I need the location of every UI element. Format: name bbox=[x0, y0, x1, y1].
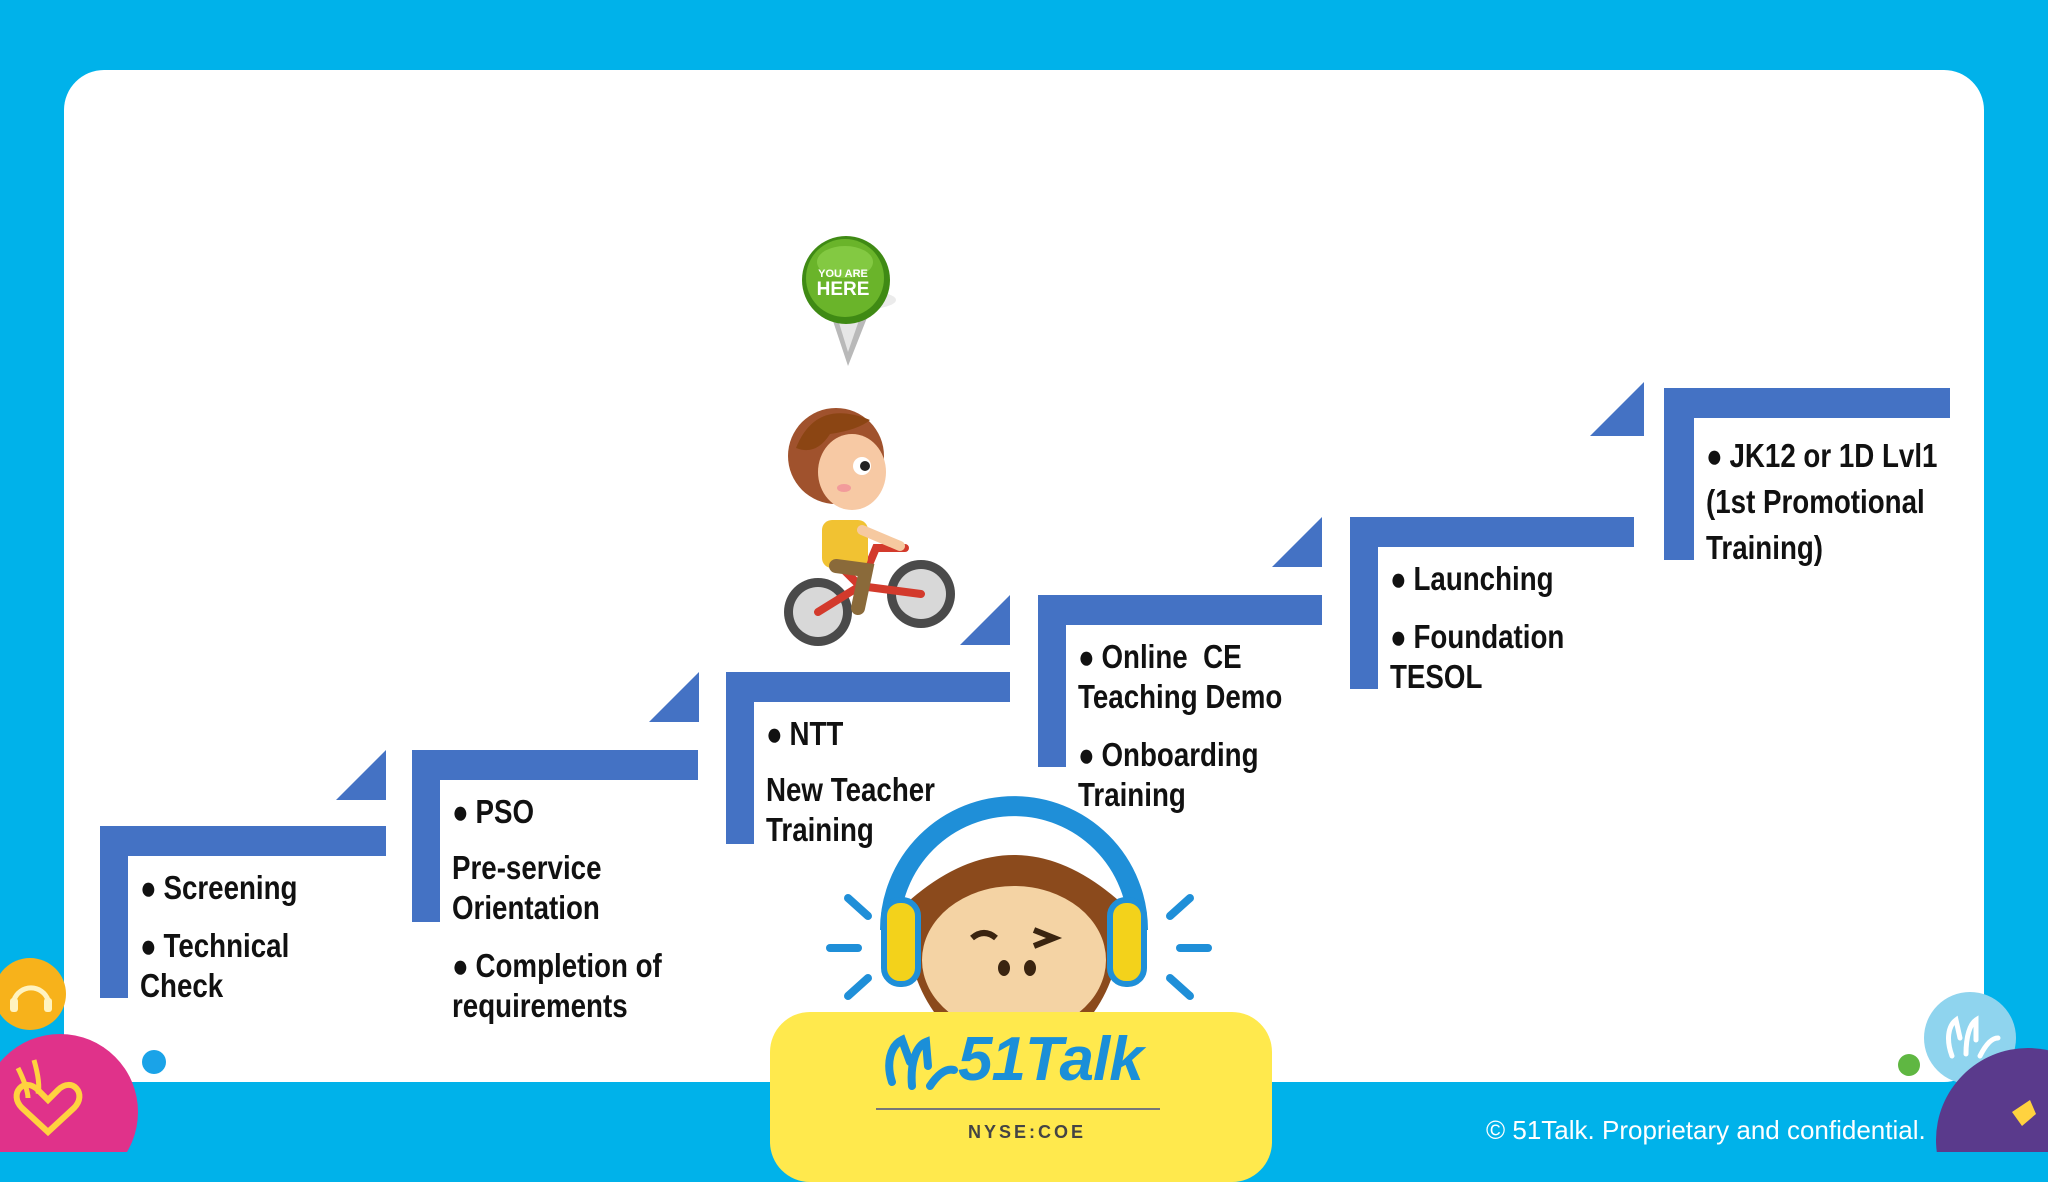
step-5-arrow bbox=[1590, 382, 1644, 436]
you-are-here-label: YOU ARE HERE bbox=[816, 268, 870, 300]
child-on-bicycle-icon bbox=[784, 408, 955, 646]
step-3-bar bbox=[726, 672, 1010, 702]
step-6-riser bbox=[1664, 388, 1694, 560]
high-five-logo-icon bbox=[885, 1034, 958, 1090]
bullet-icon: ● bbox=[1078, 736, 1095, 773]
step-3-riser bbox=[726, 672, 754, 844]
bullet-icon: ● bbox=[452, 793, 469, 830]
step-4-bar bbox=[1038, 595, 1322, 625]
step-2-arrow bbox=[649, 672, 699, 722]
step-5-riser bbox=[1350, 517, 1378, 689]
logo-ticker: NYSE:COE bbox=[968, 1122, 1087, 1142]
step-1-riser bbox=[100, 826, 128, 998]
monkey-headphones-mascot-icon bbox=[826, 796, 1212, 1034]
step-1-item-1: ●Screening bbox=[140, 869, 298, 906]
blue-dot-icon bbox=[142, 1050, 166, 1074]
step-5-item-1: ●Launching bbox=[1390, 560, 1554, 597]
step-1-bar bbox=[100, 826, 386, 856]
bullet-icon: ● bbox=[766, 715, 783, 752]
step-6-bar bbox=[1664, 388, 1950, 418]
you-are-here-pin-icon bbox=[802, 236, 896, 366]
footer-copyright: © 51Talk. Proprietary and confidential. bbox=[1486, 1115, 1926, 1145]
logo-wordmark: 51Talk bbox=[958, 1025, 1144, 1094]
heart-hands-icon bbox=[0, 1034, 138, 1152]
step-4-riser bbox=[1038, 595, 1066, 767]
step-3-arrow bbox=[960, 595, 1010, 645]
step-2-bar bbox=[412, 750, 698, 780]
step-2-riser bbox=[412, 750, 440, 922]
bullet-icon: ● bbox=[452, 947, 469, 984]
bullet-icon: ● bbox=[140, 869, 157, 906]
step-4-arrow bbox=[1272, 517, 1322, 567]
step-1-arrow bbox=[336, 750, 386, 800]
staircase-diagram bbox=[100, 236, 1950, 1034]
bullet-icon: ● bbox=[1078, 638, 1095, 675]
logo-divider bbox=[876, 1108, 1160, 1110]
step-5-bar bbox=[1350, 517, 1634, 547]
headphones-badge-icon bbox=[0, 958, 66, 1030]
bullet-icon: ● bbox=[1390, 618, 1407, 655]
rocket-badge-icon bbox=[1936, 1048, 2048, 1152]
bullet-icon: ● bbox=[140, 927, 157, 964]
bullet-icon: ● bbox=[1390, 560, 1407, 597]
bullet-icon: ● bbox=[1706, 437, 1723, 474]
green-dot-icon bbox=[1898, 1054, 1920, 1076]
